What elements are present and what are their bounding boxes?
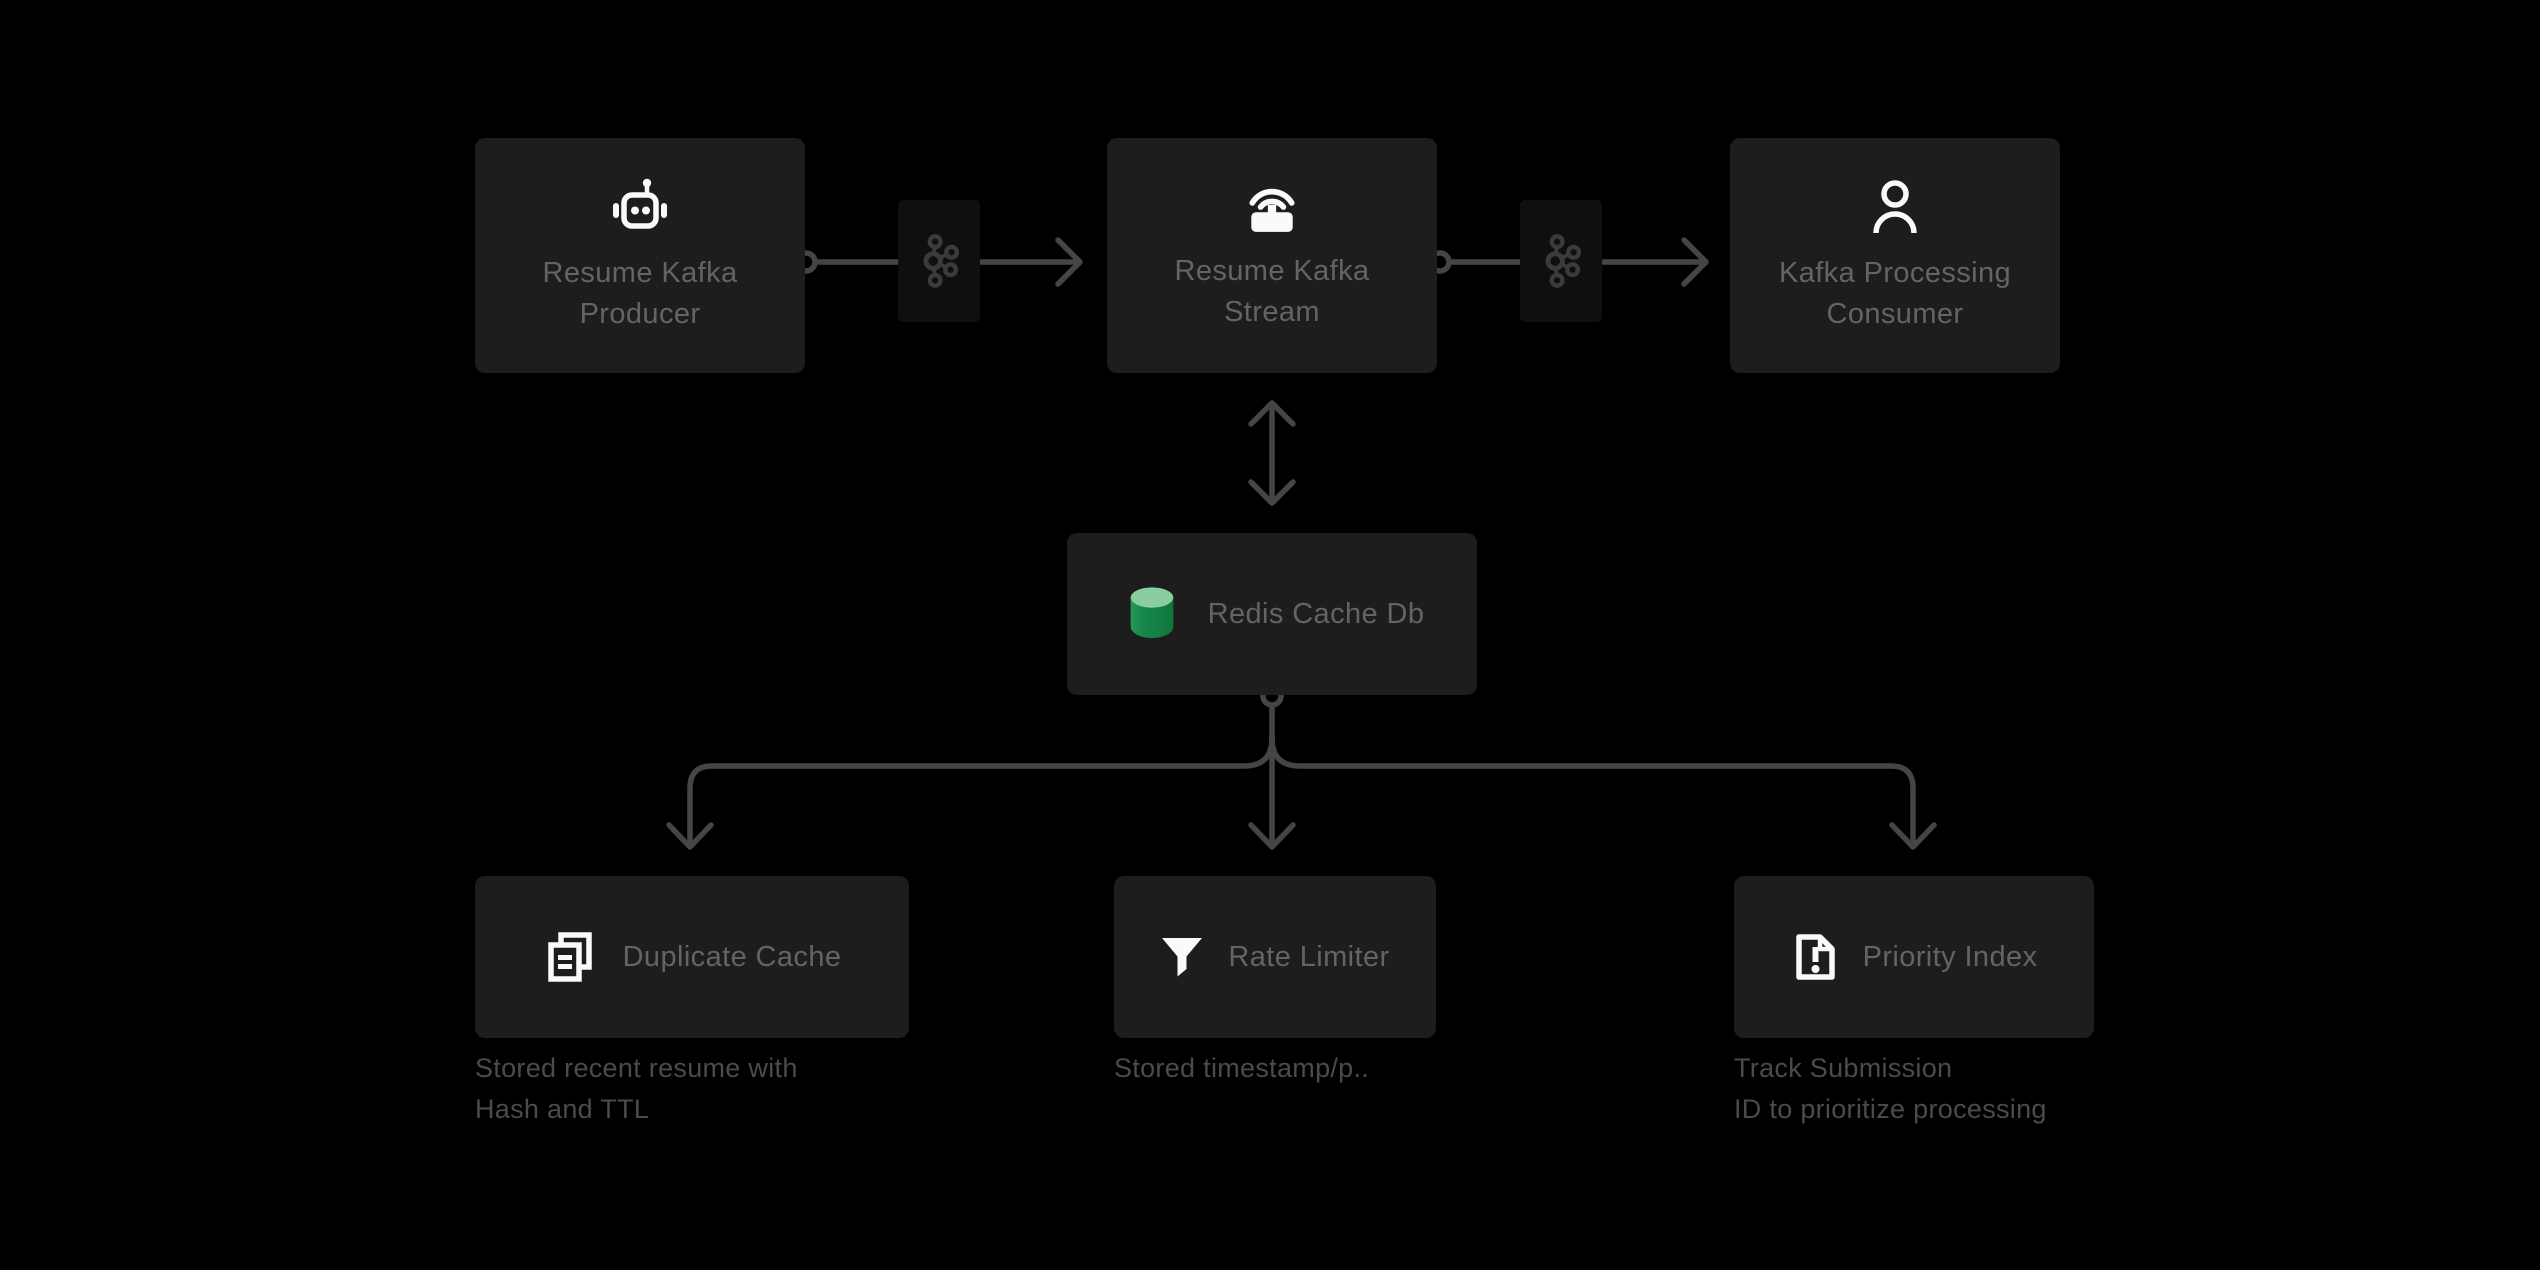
node-label: Priority Index bbox=[1862, 940, 2038, 973]
kafka-logo-icon bbox=[923, 234, 960, 288]
kafka-broker-node-2[interactable] bbox=[1520, 200, 1602, 322]
node-redis-cache-db[interactable]: Redis Cache Db bbox=[1067, 533, 1477, 695]
funnel-icon bbox=[1162, 938, 1203, 977]
broadcast-icon bbox=[1249, 188, 1295, 232]
caption-priority-index: Track Submission ID to prioritize proces… bbox=[1734, 1053, 2047, 1124]
edge-redis-to-rate-limiter bbox=[1248, 703, 1296, 850]
robot-icon bbox=[613, 178, 667, 229]
node-label: Rate Limiter bbox=[1228, 940, 1390, 973]
alert-document-icon bbox=[1795, 934, 1835, 980]
copy-pages-icon bbox=[547, 932, 592, 982]
caption-duplicate-cache: Stored recent resume with Hash and TTL bbox=[475, 1053, 798, 1124]
node-duplicate-cache[interactable]: Duplicate Cache bbox=[475, 876, 909, 1038]
node-label: Kafka Processing Consumer bbox=[1778, 256, 2012, 330]
node-label: Duplicate Cache bbox=[622, 940, 842, 973]
edge-stream-redis-bidirectional bbox=[1248, 400, 1296, 506]
node-resume-kafka-stream[interactable]: Resume Kafka Stream bbox=[1107, 138, 1437, 373]
node-rate-limiter[interactable]: Rate Limiter bbox=[1114, 876, 1436, 1038]
caption-rate-limiter: Stored timestamp/p.. bbox=[1114, 1053, 1370, 1083]
database-cylinder-icon bbox=[1130, 587, 1173, 639]
kafka-broker-node-1[interactable] bbox=[898, 200, 980, 322]
node-label: Redis Cache Db bbox=[1207, 597, 1425, 630]
kafka-logo-icon bbox=[1545, 234, 1582, 288]
node-label: Resume Kafka Stream bbox=[1174, 254, 1370, 328]
edge-redis-to-duplicate-cache bbox=[666, 735, 1275, 850]
edge-redis-to-priority-index bbox=[1269, 735, 1937, 850]
node-priority-index[interactable]: Priority Index bbox=[1734, 876, 2094, 1038]
node-label: Resume Kafka Producer bbox=[542, 256, 738, 330]
node-resume-kafka-producer[interactable]: Resume Kafka Producer bbox=[475, 138, 805, 373]
person-icon bbox=[1873, 179, 1917, 233]
node-kafka-processing-consumer[interactable]: Kafka Processing Consumer bbox=[1730, 138, 2060, 373]
